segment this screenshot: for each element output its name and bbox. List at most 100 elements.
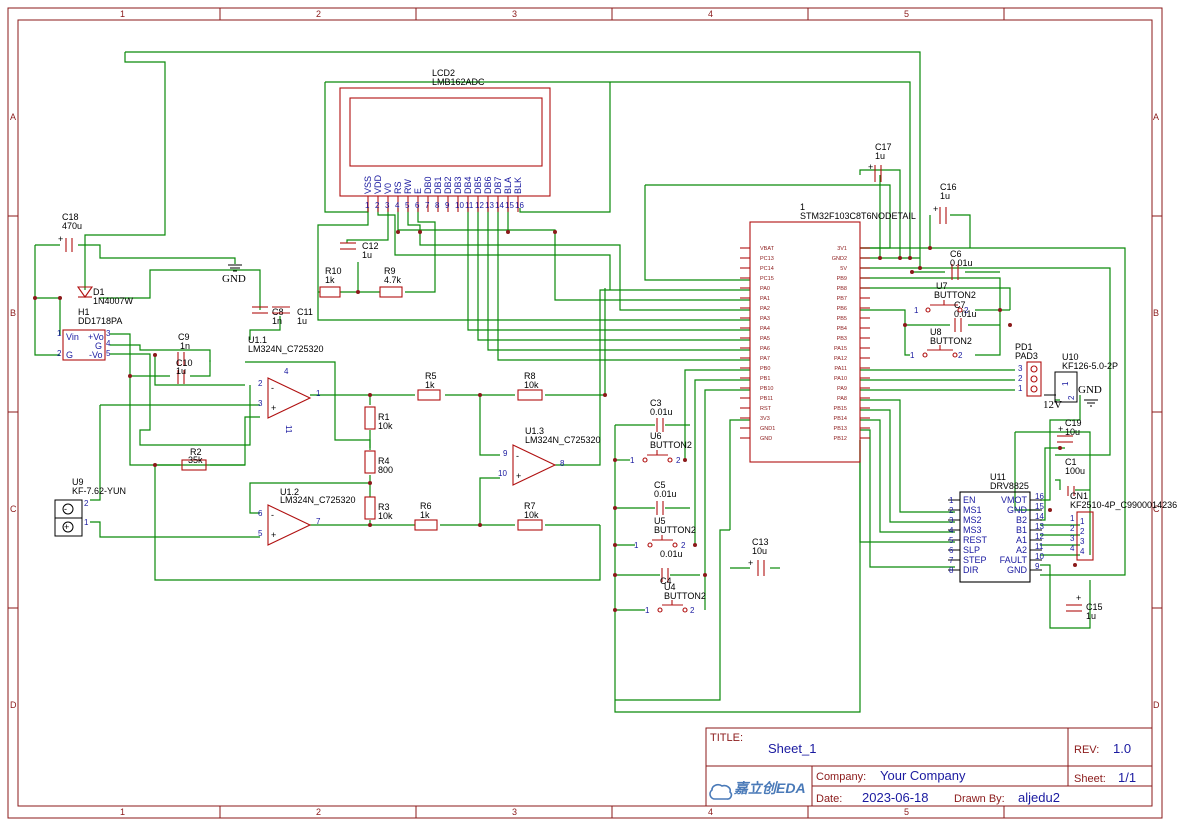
svg-text:LM324N_C725320: LM324N_C725320 [525,435,601,445]
d1-diode[interactable]: D1 1N4007W [76,286,134,306]
zone-col-5: 5 [904,9,909,19]
drv-right-pin-label: FAULT [1000,555,1028,565]
easyeda-logo-icon [709,783,733,800]
svg-text:1u: 1u [1086,611,1096,621]
mcu-left-pin-label: PA3 [760,316,770,322]
svg-text:5: 5 [904,807,909,817]
svg-text:C12: C12 [362,241,379,251]
svg-text:-Vo: -Vo [89,350,103,360]
svg-text:3: 3 [1080,537,1085,546]
lcd-pin-label: DB0 [423,176,433,194]
mcu-left-pin-label: PA2 [760,306,770,312]
lcd-pin-label: BLA [503,177,513,194]
svg-text:PAD3: PAD3 [1015,351,1038,361]
rev-value: 1.0 [1113,741,1131,756]
sheet-name: Sheet_1 [768,741,816,756]
c16-capacitor[interactable]: C16 1u + [933,182,957,224]
c1-capacitor[interactable]: C1 100u [1065,457,1085,496]
c12-capacitor[interactable]: C12 1u [340,241,379,260]
u10-connector[interactable]: U10 KF126-5.0-2P 1 2 [1054,352,1118,403]
svg-text:2: 2 [1018,374,1023,383]
svg-text:LM324N_C725320: LM324N_C725320 [280,495,356,505]
lcd-pin-label: RS [393,181,403,194]
c17-capacitor[interactable]: C17 1u + [868,142,892,182]
mcu-left-pin-label: VBAT [760,246,775,252]
mcu-right-pin-label: PB3 [837,336,847,342]
c5-capacitor[interactable]: C5 0.01u [654,480,677,515]
lcd-pin-label: DB3 [453,176,463,194]
lcd-pin-label: DB1 [433,176,443,194]
lcd-pin-number: 10 [455,201,464,210]
u1-2-opamp[interactable]: -+ U1.2 LM324N_C725320 657 [258,487,356,546]
svg-text:KF126-5.0-2P: KF126-5.0-2P [1062,361,1118,371]
r8-resistor[interactable]: R8 10k [517,371,543,401]
svg-text:C6: C6 [950,249,962,259]
svg-text:3: 3 [512,807,517,817]
r3-resistor[interactable]: R3 10k [364,496,393,521]
c18-capacitor[interactable]: C18 470u + [58,212,82,252]
r1-resistor[interactable]: R1 10k [364,406,393,431]
drv-right-pin-label: A2 [1016,545,1027,555]
drv-left-pin-label: SLP [963,545,980,555]
r5-resistor[interactable]: R5 1k [417,371,441,401]
drv-right-pin-number: 16 [1035,492,1044,501]
u9-terminal[interactable]: -+ U9 KF-7.62-YUN 21 [54,477,126,537]
c4-capacitor[interactable]: 0.01u C4 [660,549,683,586]
c19-capacitor[interactable]: C19 10u + [1057,418,1082,443]
r9-resistor[interactable]: R9 4.7k [379,266,403,298]
mcu-left-pin-label: PB10 [760,386,773,392]
mcu-right-pin-label: PB9 [837,276,847,282]
r7-resistor[interactable]: R7 10k [517,501,543,531]
gnd-symbol-right: GND [1078,384,1102,407]
lcd-pin-number: 8 [435,201,440,210]
svg-text:CN1: CN1 [1070,491,1088,501]
svg-text:1: 1 [316,389,321,398]
mcu-right-pin-label: PA15 [834,346,847,352]
lcd-pin-label: VSS [363,176,373,194]
r10-resistor[interactable]: R10 1k [319,266,342,298]
c11-capacitor[interactable]: C11 1u [272,306,313,326]
c15-capacitor[interactable]: C15 1u + [1066,593,1103,621]
sheet-value: 1/1 [1118,770,1136,785]
stm32-component[interactable]: 1 STM32F103C8T6NODETAIL VBATPC13PC14PC15… [740,202,916,463]
svg-text:R6: R6 [420,501,432,511]
cn1-connector[interactable]: CN1 KF2510-4P_C9900014236 1 2 3 4 1 2 3 … [1070,491,1177,561]
mcu-ref: 1 [800,202,805,212]
svg-text:LM324N_C725320: LM324N_C725320 [248,344,324,354]
u1-1-opamp[interactable]: -+ U1.1 LM324N_C725320 231 4 11 [248,335,324,434]
drv8825-driver[interactable]: U11 DRV8825 EN1MS12MS23MS34REST5SLP6STEP… [948,472,1044,583]
c13-capacitor[interactable]: C13 10u + [748,537,769,576]
mcu-right-pin-label: PA9 [837,386,847,392]
lcd2-component[interactable]: LCD2 LMB162ADC VSS1VDD2V03RS4RW5E6DB07DB… [339,68,551,212]
c7-capacitor[interactable]: C7 0.01u [954,300,977,332]
svg-text:1n: 1n [272,316,282,326]
svg-text:12V: 12V [1043,399,1062,411]
svg-text:R10: R10 [325,266,342,276]
r6-resistor[interactable]: R6 1k [414,501,438,531]
r2-resistor[interactable]: R2 35k [181,447,207,471]
c9-capacitor[interactable]: C9 1n [177,332,190,366]
company-label: Company: [816,771,866,783]
h1-regulator[interactable]: H1 DD1718PA Vin +Vo G G -Vo 1 3 4 2 5 [57,307,122,361]
svg-text:1: 1 [634,541,639,550]
c6-capacitor[interactable]: C6 0.01u [950,249,973,280]
r4-resistor[interactable]: R4 800 [364,450,393,475]
mcu-left-pin-label: PA1 [760,296,770,302]
c3-capacitor[interactable]: C3 0.01u [650,398,673,432]
svg-text:0.01u: 0.01u [650,407,673,417]
mcu-right-pin-label: GND2 [832,256,847,262]
pd1-pad[interactable]: PD1 PAD3 321 [1015,342,1042,397]
mcu-left-pin-label: PA0 [760,286,770,292]
c10-capacitor[interactable]: C10 1u [176,358,193,384]
svg-text:C5: C5 [654,480,666,490]
svg-text:U10: U10 [1062,352,1079,362]
c8-capacitor[interactable]: C8 1n [252,306,284,326]
svg-text:1: 1 [1080,517,1085,526]
lcd-pin-number: 11 [465,201,474,210]
